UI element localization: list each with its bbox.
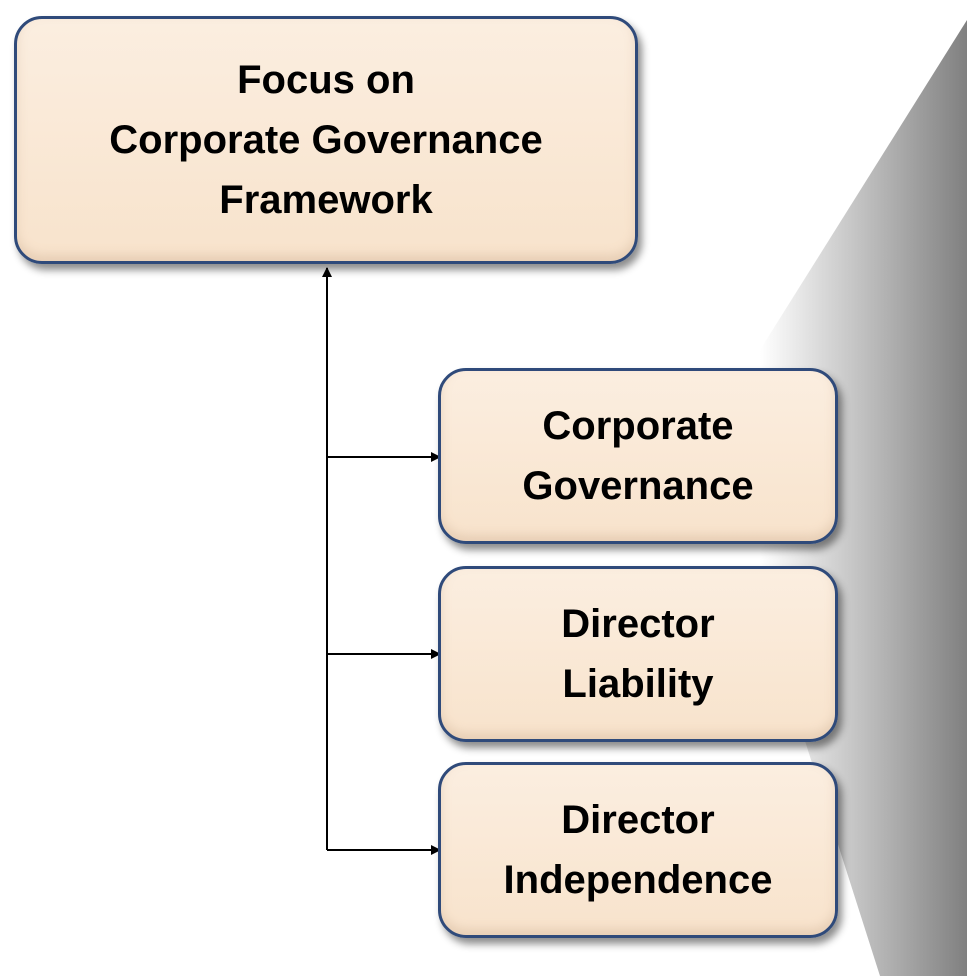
child-node-label: Corporate Governance bbox=[522, 404, 754, 508]
top-node-box: Focus on Corporate Governance Framework bbox=[14, 16, 638, 264]
child-node-label: Director Liability bbox=[561, 602, 715, 706]
child-node-corporate-governance: Corporate Governance bbox=[438, 368, 838, 544]
child-node-director-independence: Director Independence bbox=[438, 762, 838, 938]
child-node-label: Director Independence bbox=[503, 798, 773, 902]
top-node-label: Focus on Corporate Governance Framework bbox=[109, 58, 543, 222]
child-node-director-liability: Director Liability bbox=[438, 566, 838, 742]
connector-lines bbox=[322, 267, 441, 855]
